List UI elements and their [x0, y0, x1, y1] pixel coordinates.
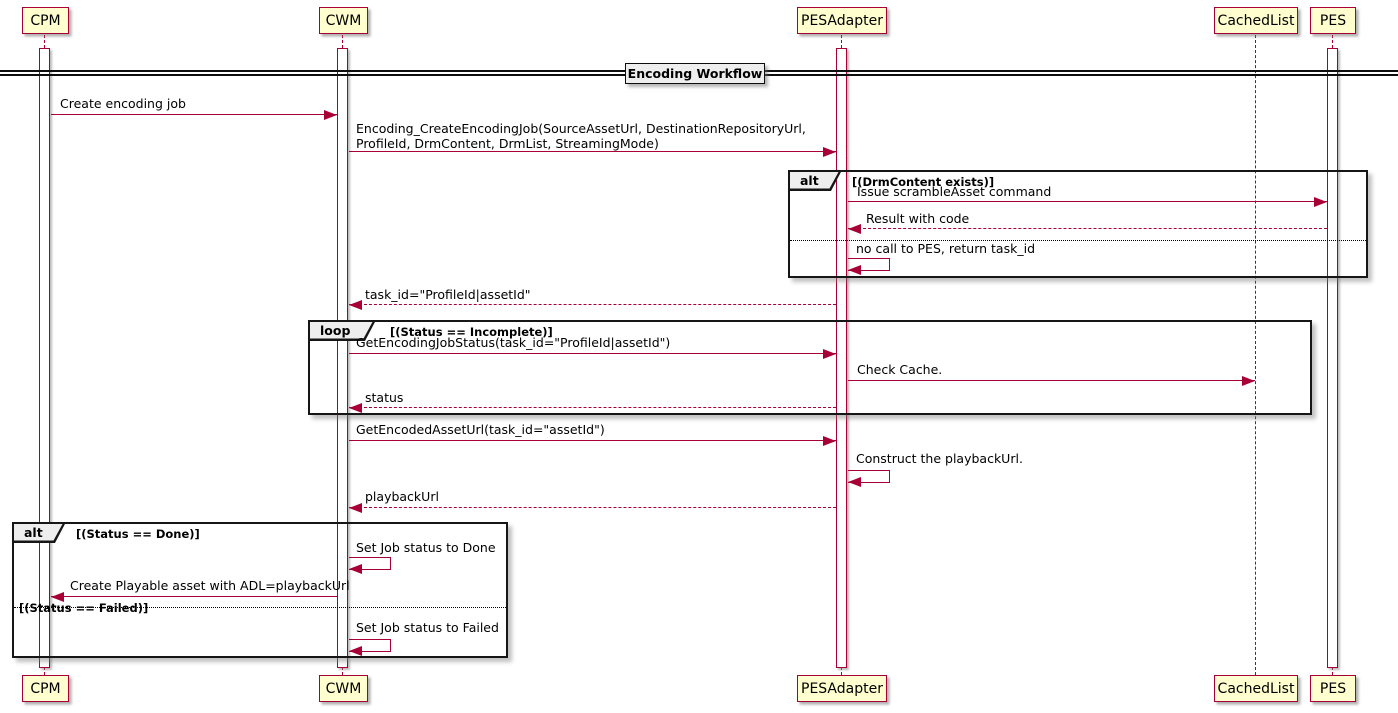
message-check-cache-label: Check Cache.	[857, 362, 943, 377]
message-construct-playback-label: Construct the playbackUrl.	[856, 451, 1023, 466]
arrowhead-left	[848, 265, 861, 275]
arrowhead-right	[324, 110, 337, 120]
participant-label: CWM	[325, 12, 362, 29]
frame-operator-label: alt	[24, 524, 43, 540]
message-set-failed-label: Set Job status to Failed	[356, 620, 499, 635]
arrowhead-right	[823, 436, 836, 446]
message-issue-scramble-label: Issue scrambleAsset command	[857, 184, 1052, 199]
arrowhead-right	[1242, 376, 1255, 386]
frame-guard-failed: [(Status == Failed)]	[19, 601, 149, 615]
frame-header-pentagon	[788, 170, 842, 191]
participant-label: PES	[1319, 680, 1347, 697]
participant-cachedlist-top: CachedList	[1214, 7, 1298, 34]
arrowhead-left	[848, 477, 861, 487]
arrow-create-playable	[51, 596, 337, 597]
participant-label: CPM	[30, 12, 61, 29]
self-arrow-set-done	[349, 557, 391, 570]
activation-cpm	[39, 48, 50, 668]
message-createencodingjob-call-label: Encoding_CreateEncodingJob(SourceAssetUr…	[356, 121, 806, 151]
arrow-playback-return	[349, 507, 836, 508]
diagram-title-text: Encoding Workflow	[627, 66, 763, 81]
message-result-with-code-label: Result with code	[866, 211, 970, 226]
activation-cwm	[337, 48, 348, 668]
diagram-title: Encoding Workflow	[625, 63, 765, 84]
participant-pesadapter-top: PESAdapter	[797, 7, 887, 34]
arrow-result-with-code	[848, 228, 1327, 229]
alt-frame-drmcontent-header: alt	[788, 170, 842, 191]
participant-label: PES	[1319, 12, 1347, 29]
message-no-call-to-pes-label: no call to PES, return task_id	[856, 241, 1035, 256]
arrowhead-right	[1314, 197, 1327, 207]
message-get-encoded-url-label: GetEncodedAssetUrl(task_id="assetId")	[356, 422, 605, 437]
participant-cpm-bottom: CPM	[22, 675, 69, 702]
participant-pes-bottom: PES	[1310, 675, 1356, 702]
message-create-playable-label: Create Playable asset with ADL=playbackU…	[70, 578, 350, 593]
participant-label: PESAdapter	[801, 12, 883, 29]
alt-frame-status-done: alt [(Status == Done)] [(Status == Faile…	[12, 522, 508, 658]
arrowhead-left	[349, 300, 362, 310]
arrow-createencodingjob-call	[349, 151, 836, 152]
participant-label: CachedList	[1217, 12, 1295, 29]
message-get-status-label: GetEncodingJobStatus(task_id="ProfileId|…	[356, 335, 671, 350]
frame-guard-drmcontent: [(DrmContent exists)]	[852, 175, 995, 189]
message-status-return-label: status	[365, 390, 404, 405]
arrow-status-return	[349, 407, 836, 408]
frame-operator-label: loop	[320, 322, 351, 338]
alt-separator-status	[14, 607, 506, 608]
frame-guard-incomplete: [(Status == Incomplete)]	[390, 325, 553, 339]
frame-header-pentagon	[12, 522, 66, 543]
message-create-encoding-job-label: Create encoding job	[60, 96, 186, 111]
arrow-get-encoded-url	[349, 440, 836, 441]
alt-separator-drmcontent	[790, 240, 1366, 241]
self-arrow-construct-playback	[848, 470, 890, 483]
arrow-task-id-return	[349, 304, 836, 305]
message-task-id-return-label: task_id="ProfileId|assetId"	[365, 287, 531, 302]
frame-header-pentagon	[308, 320, 376, 341]
participant-pes-top: PES	[1310, 7, 1356, 34]
arrowhead-left	[349, 403, 362, 413]
arrow-issue-scramble	[848, 201, 1327, 202]
frame-operator-label: alt	[800, 172, 819, 188]
loop-frame-status: loop [(Status == Incomplete)]	[308, 320, 1312, 415]
participant-label: PESAdapter	[801, 680, 883, 697]
arrow-create-encoding-job	[51, 114, 337, 115]
lifeline-cachedlist	[1255, 35, 1256, 675]
arrowhead-left	[848, 224, 861, 234]
arrowhead-left	[349, 646, 362, 656]
participant-cwm-bottom: CWM	[319, 675, 368, 702]
participant-pesadapter-bottom: PESAdapter	[797, 675, 887, 702]
loop-frame-status-header: loop	[308, 320, 376, 341]
participant-label: CWM	[325, 680, 362, 697]
alt-frame-drmcontent: alt [(DrmContent exists)]	[788, 170, 1368, 278]
activation-pesadapter	[836, 48, 847, 668]
participant-label: CachedList	[1217, 680, 1295, 697]
participant-label: CPM	[30, 680, 61, 697]
self-arrow-set-failed	[349, 639, 391, 652]
message-set-done-label: Set Job status to Done	[356, 540, 496, 555]
self-arrow-no-call-to-pes	[848, 258, 890, 271]
arrow-get-status	[349, 353, 836, 354]
activation-pes	[1327, 48, 1338, 668]
participant-cpm-top: CPM	[22, 7, 69, 34]
alt-frame-status-header: alt	[12, 522, 66, 543]
message-playback-return-label: playbackUrl	[365, 489, 439, 504]
participant-cachedlist-bottom: CachedList	[1214, 675, 1298, 702]
arrow-check-cache	[848, 380, 1255, 381]
arrowhead-left	[349, 503, 362, 513]
arrowhead-left	[349, 564, 362, 574]
arrowhead-left	[51, 592, 64, 602]
arrowhead-right	[823, 349, 836, 359]
participant-cwm-top: CWM	[319, 7, 368, 34]
frame-guard-done: [(Status == Done)]	[76, 527, 200, 541]
arrowhead-right	[823, 147, 836, 157]
